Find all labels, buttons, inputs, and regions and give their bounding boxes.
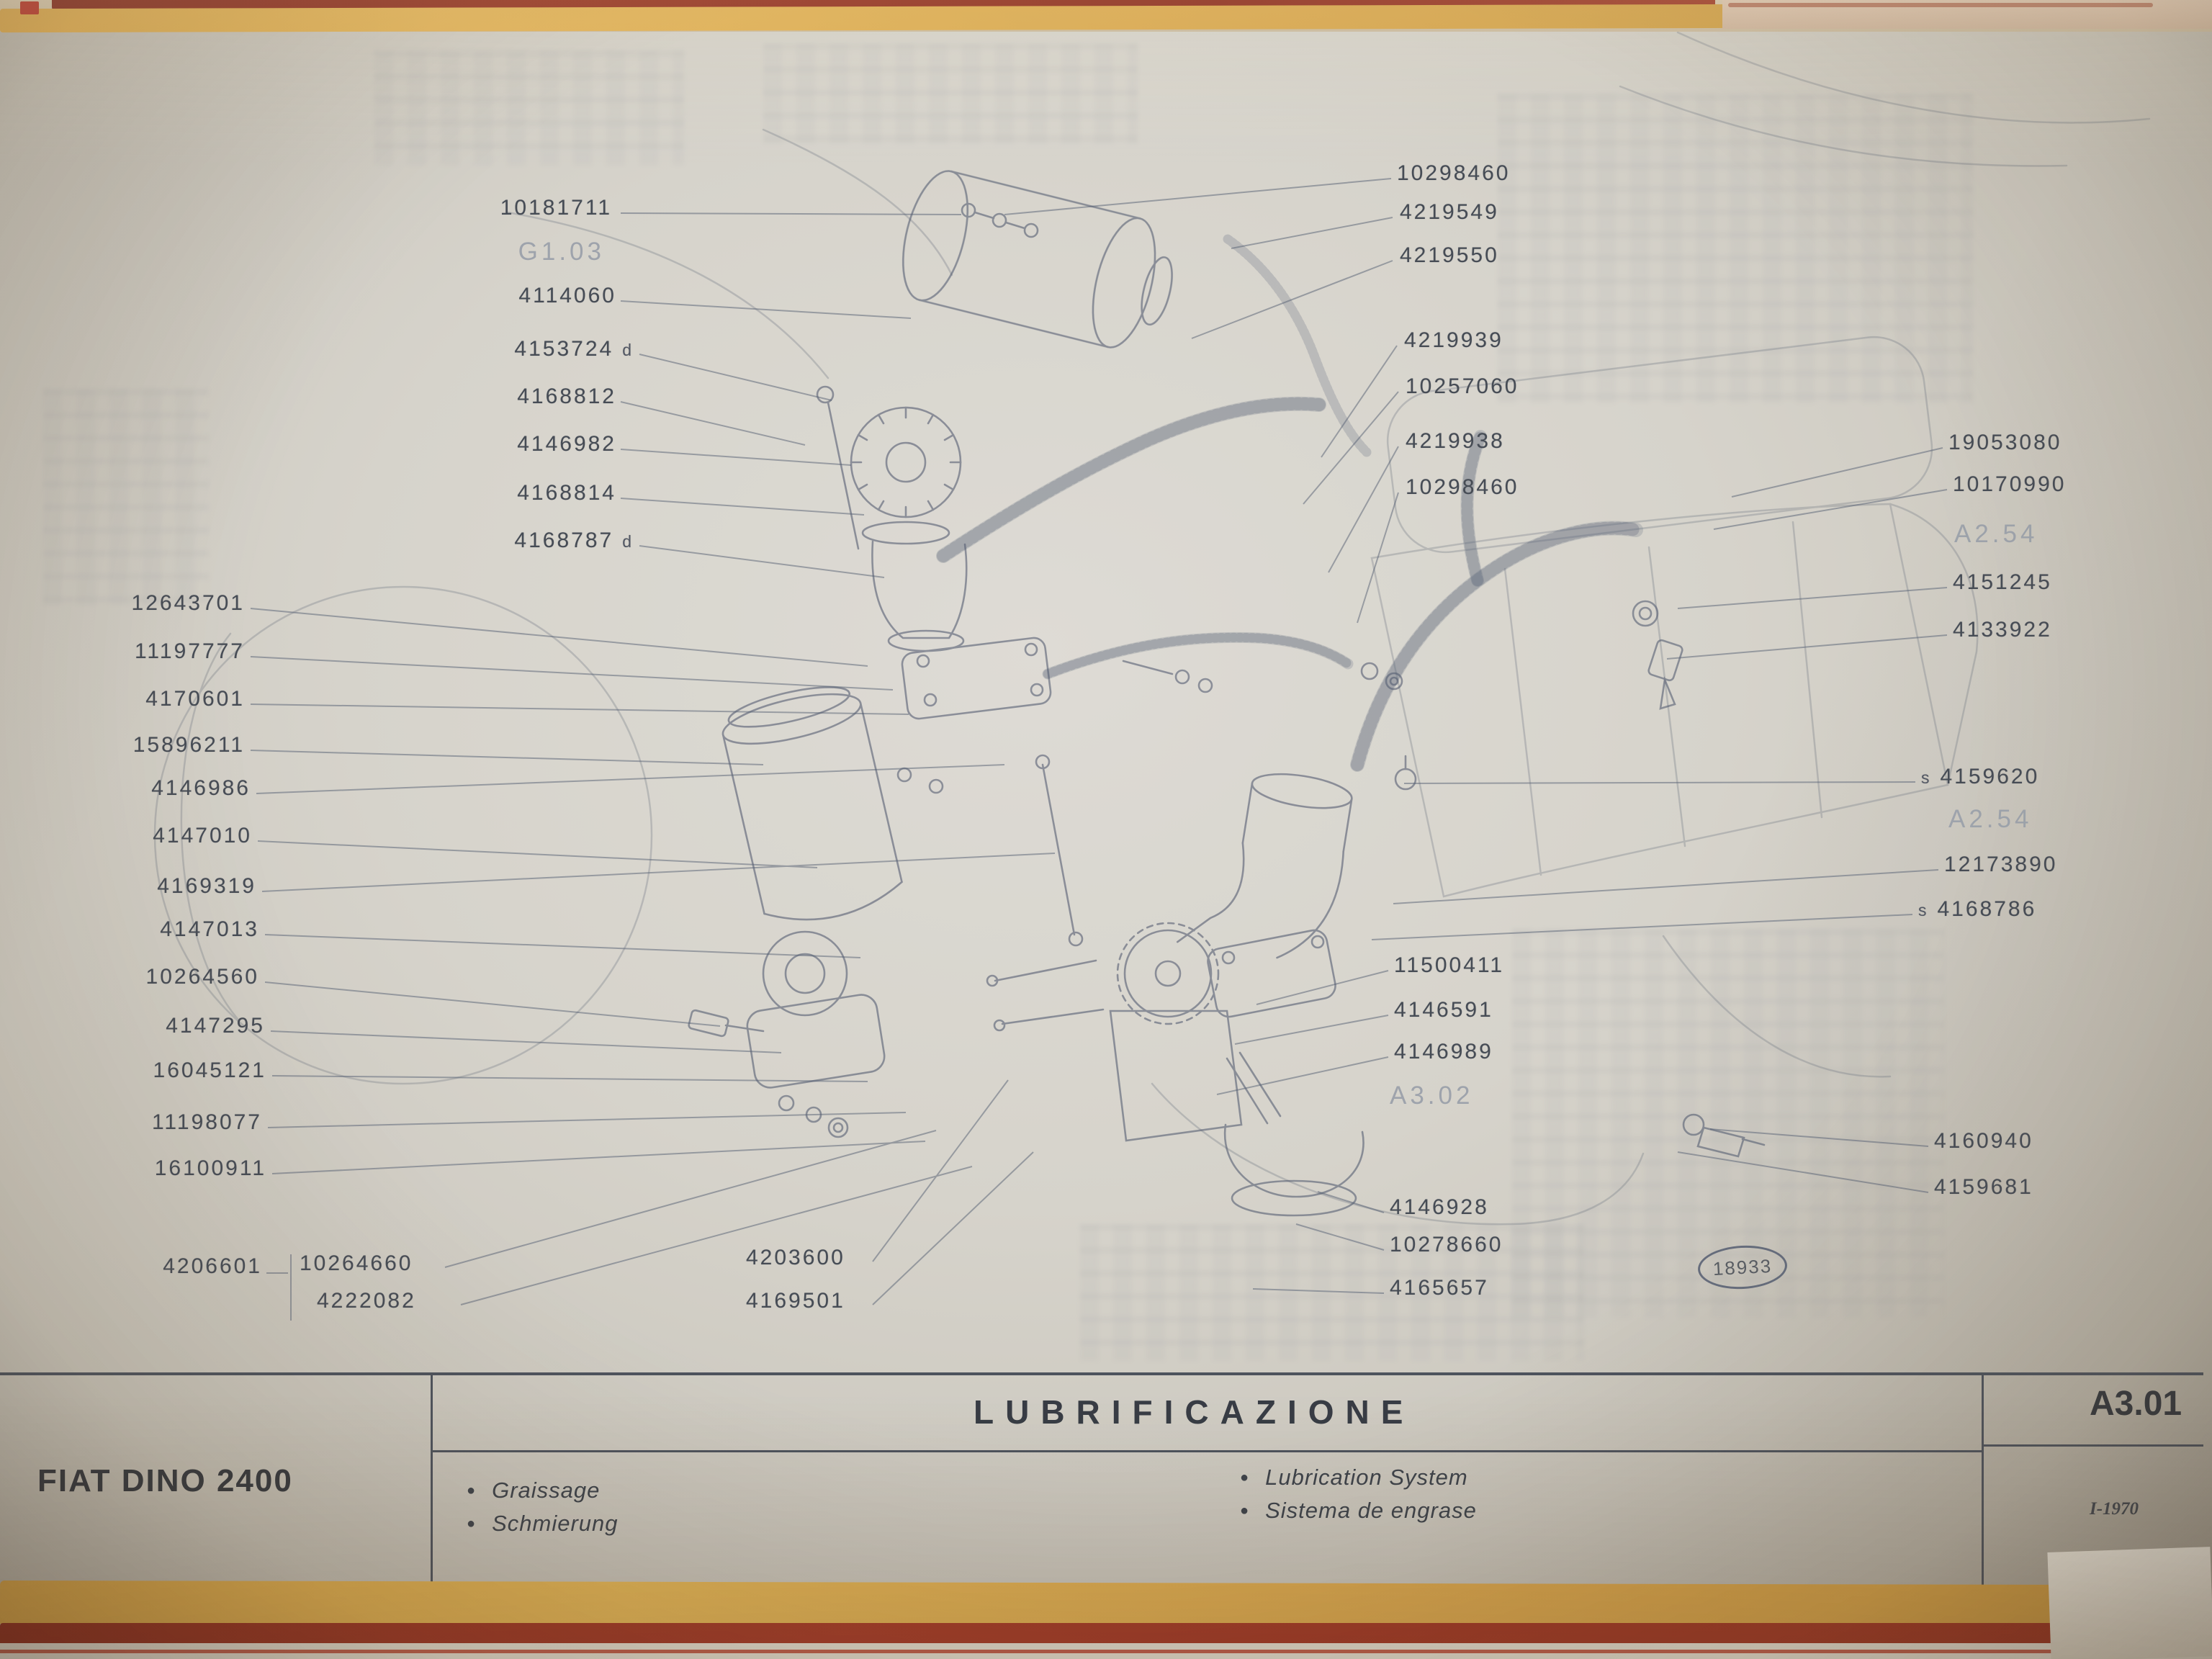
sheet-ref-label: A2.54: [1948, 805, 2033, 833]
part-ref-label: 4219550: [1400, 243, 1499, 267]
paper-sheet: [0, 24, 2212, 1588]
oil-filter-cartridge: [721, 686, 903, 921]
filler-neck: [871, 540, 968, 639]
issue-date: I-1970: [2090, 1499, 2139, 1519]
part-ref-label: 4147295: [166, 1014, 265, 1038]
legend-graissage: Graissage: [467, 1478, 600, 1503]
part-ref-label: 4170601: [145, 687, 245, 711]
part-ref-label: 4222082: [317, 1289, 416, 1313]
red-edge-line-bottom: [0, 1650, 2212, 1653]
part-ref-label: 4147010: [153, 824, 252, 848]
red-edge-line-top-right: [1728, 3, 2153, 7]
part-ref-label: 10170990: [1953, 472, 2067, 496]
orange-page-edge-top: [0, 4, 1755, 33]
part-ref-label: 10298460: [1397, 161, 1511, 185]
sheetcode-underline: [1982, 1444, 2203, 1447]
oil-pickup-strainer: [1223, 1123, 1364, 1198]
red-cover-edge-bottom: [0, 1623, 2113, 1646]
part-ref-label: 4146982: [517, 432, 616, 456]
part-ref-label: 12643701: [131, 591, 245, 615]
part-ref-label: 10264560: [145, 965, 259, 989]
part-ref-label: 10257060: [1406, 374, 1519, 398]
sheet-ref-label: A2.54: [1954, 520, 2038, 548]
page-title: LUBRIFICAZIONE: [974, 1393, 1415, 1431]
part-ref-label: 4168812: [517, 385, 616, 408]
titleblock-rule-top: [0, 1372, 2203, 1375]
part-ref-label: 11198077: [151, 1110, 262, 1134]
part-ref-label: 10298460: [1406, 475, 1519, 499]
part-ref-label: 11500411: [1394, 953, 1505, 977]
legend-schmierung: Schmierung: [467, 1511, 619, 1537]
sheet-code: A3.01: [2090, 1385, 2182, 1423]
part-ref-label: 4203600: [746, 1246, 845, 1269]
part-ref-label: 4133922: [1953, 618, 2052, 642]
part-ref-label: 16045121: [153, 1058, 266, 1082]
part-ref-label: 4114060: [518, 284, 616, 307]
part-ref-label: 4146591: [1394, 998, 1493, 1022]
part-ref-label: 4219549: [1400, 200, 1499, 224]
legend-sistema-de-engrase: Sistema de engrase: [1240, 1498, 1477, 1524]
part-ref-label: 4169501: [746, 1289, 845, 1313]
second-filler-neck: [1176, 773, 1353, 959]
part-ref-label: 19053080: [1948, 431, 2062, 454]
titleblock-divider-right: [1982, 1372, 1984, 1588]
part-ref-label: 4146928: [1390, 1195, 1489, 1219]
part-ref-label: 15896211: [132, 733, 245, 757]
part-ref-label: 16100911: [154, 1156, 266, 1180]
part-ref-label: 10181711: [500, 196, 612, 220]
part-ref-label: 4159681: [1934, 1175, 2033, 1199]
titleblock-rule-mid: [431, 1450, 1984, 1452]
red-tab-mark: [20, 1, 39, 14]
part-ref-label: 4219939: [1404, 328, 1503, 352]
part-ref-label: 4146989: [1394, 1040, 1493, 1064]
part-ref-label: 4168814: [517, 481, 616, 505]
part-ref-label: 10264660: [300, 1251, 413, 1275]
vehicle-model: FIAT DINO 2400: [37, 1463, 293, 1498]
part-ref-label: 4169319: [157, 874, 256, 898]
oil-pump-gear: [1123, 929, 1213, 1018]
part-ref-label: 4165657: [1390, 1276, 1489, 1300]
white-page-corner: [2047, 1547, 2212, 1659]
part-ref-label: 4147013: [160, 917, 259, 941]
titleblock-divider-left: [431, 1372, 433, 1588]
oil-filler-cap: [850, 406, 962, 518]
legend-lubrication-system: Lubrication System: [1240, 1465, 1468, 1491]
leader-lines: [250, 178, 1948, 1321]
sheet-ref-label: G1.03: [518, 238, 605, 266]
sheet-ref-label: A3.02: [1390, 1082, 1474, 1110]
breather-hoses: [936, 234, 1643, 772]
part-ref-label: 11197777: [134, 639, 245, 663]
part-ref-label: 4206601: [163, 1254, 262, 1278]
part-ref-label: 12173890: [1944, 853, 2058, 876]
part-ref-label: 4160940: [1934, 1129, 2033, 1153]
part-ref-label: 4146986: [151, 776, 251, 800]
part-ref-label: 10278660: [1390, 1233, 1503, 1256]
part-ref-label: 4219938: [1406, 429, 1505, 453]
part-ref-label: 4151245: [1953, 570, 2052, 594]
pump-body-top: [902, 170, 1173, 349]
